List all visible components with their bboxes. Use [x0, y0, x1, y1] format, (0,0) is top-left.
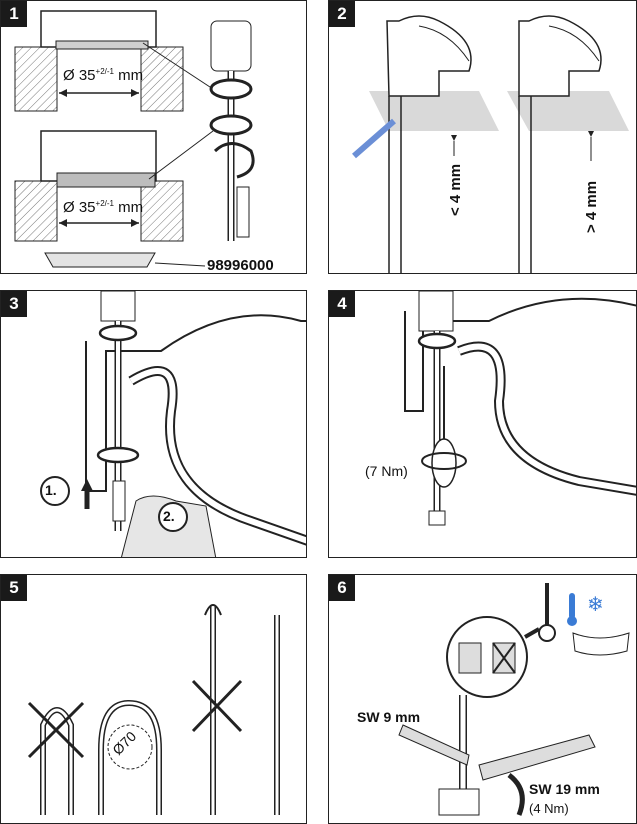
panel-6-illustration: ❄	[398, 583, 630, 816]
part-number: 98996000	[207, 257, 274, 274]
step-number-2: 2	[329, 1, 355, 27]
panel-1: 1 Ø	[0, 0, 307, 274]
panel-2: 2 < 4 mm > 4 mm	[328, 0, 637, 274]
panel-3-illustration	[40, 291, 306, 557]
step-number-6: 6	[329, 575, 355, 601]
left-gap-label: < 4 mm	[447, 163, 464, 216]
dim-bottom-tolerance: +2/-1	[95, 199, 114, 208]
panel-5-illustration	[27, 604, 280, 815]
panel-1-illustration	[14, 10, 255, 268]
dim-bottom-unit: mm	[118, 199, 144, 216]
step-number-1: 1	[1, 1, 27, 27]
step-number-5: 5	[1, 575, 27, 601]
dim-top-diameter: Ø 35	[63, 67, 96, 84]
right-gap-label: > 4 mm	[583, 180, 600, 233]
panel-5: 5 Ø70	[0, 574, 307, 824]
panel-3: 3 1. 2.	[0, 290, 307, 558]
panel-2-illustration	[352, 15, 629, 273]
svg-text:❄: ❄	[587, 594, 604, 616]
dim-top-tolerance: +2/-1	[95, 67, 114, 76]
dim-top-unit: mm	[118, 67, 144, 84]
torque-label: (7 Nm)	[365, 463, 408, 479]
panel-6: 6 ❄ SW 9 mm SW 19 mm (4 Nm)	[328, 574, 637, 824]
panel-4: 4 (7 Nm)	[328, 290, 637, 558]
step-label-1: 1.	[45, 482, 57, 498]
step-number-3: 3	[1, 291, 27, 317]
wrench-size-large: SW 19 mm	[529, 781, 600, 797]
step-label-2: 2.	[163, 508, 175, 524]
panel-4-illustration	[404, 291, 636, 526]
wrench-size-small: SW 9 mm	[357, 709, 421, 725]
dim-bottom-diameter: Ø 35	[63, 199, 96, 216]
step-number-4: 4	[329, 291, 355, 317]
torque-label-6: (4 Nm)	[529, 801, 569, 816]
